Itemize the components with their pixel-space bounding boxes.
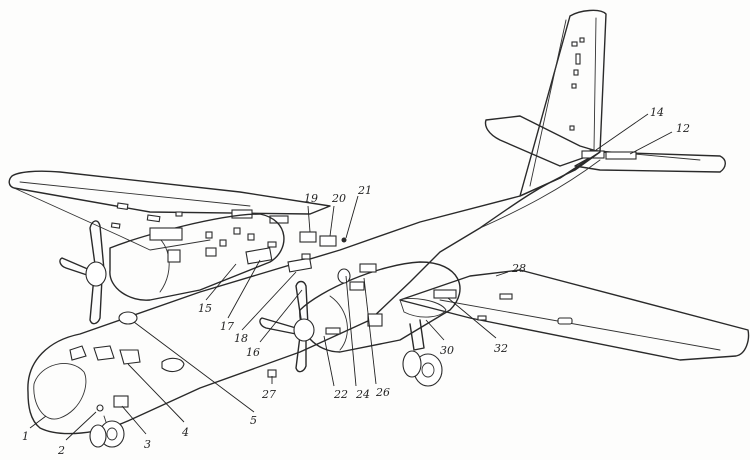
callout-19: 19	[304, 192, 318, 205]
flap-hatch	[433, 289, 457, 299]
callout-28: 28	[511, 262, 526, 275]
dorsal-dome	[118, 311, 138, 325]
left-propeller	[59, 220, 107, 325]
engine-top-hatch	[149, 227, 183, 241]
callout-2: 2	[57, 444, 65, 457]
callout-3: 3	[144, 438, 151, 451]
callout-21: 21	[357, 184, 372, 197]
callout-12: 12	[676, 122, 690, 135]
callout-5: 5	[250, 414, 257, 427]
callout-20: 20	[331, 192, 346, 205]
right-engine	[299, 261, 461, 353]
callout-labels: 1 2 3 4 5 12 14 15 16 17 18 19 20 21 22 …	[22, 106, 690, 457]
tail-fin	[519, 9, 607, 197]
callout-30: 30	[440, 344, 454, 357]
horizontal-stabilizer	[484, 115, 726, 173]
callout-1: 1	[22, 430, 29, 443]
callout-16: 16	[246, 346, 260, 359]
callout-17: 17	[220, 320, 234, 333]
left-wing	[8, 170, 331, 251]
nose-gear-door	[113, 395, 129, 408]
callout-4: 4	[181, 426, 189, 439]
callout-24: 24	[355, 388, 370, 401]
callout-26: 26	[375, 386, 390, 399]
callout-18: 18	[234, 332, 248, 345]
leader-lines	[29, 113, 673, 441]
main-gear	[402, 319, 443, 387]
callout-15: 15	[198, 302, 212, 315]
left-engine	[109, 213, 313, 301]
callout-32: 32	[494, 342, 508, 355]
callout-22: 22	[333, 388, 348, 401]
left-spinner	[85, 261, 107, 287]
fuselage	[27, 151, 601, 435]
nose-gear	[89, 415, 125, 448]
right-propeller	[259, 280, 315, 373]
callout-27: 27	[261, 388, 276, 401]
callout-14: 14	[650, 106, 664, 119]
right-wing	[399, 269, 750, 361]
right-spinner	[293, 318, 315, 342]
